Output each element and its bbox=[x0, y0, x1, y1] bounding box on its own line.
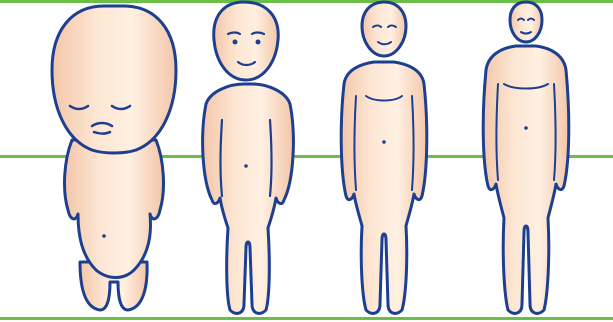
figure-adolescent bbox=[341, 2, 427, 313]
figure-adult bbox=[483, 2, 569, 313]
child-navel bbox=[244, 164, 248, 168]
newborn-torso bbox=[65, 140, 164, 278]
figure-newborn bbox=[52, 6, 176, 310]
newborn-head bbox=[52, 6, 176, 153]
newborn-navel bbox=[102, 234, 106, 238]
child-eye-left bbox=[233, 40, 238, 45]
child-head bbox=[214, 2, 278, 80]
adult-body bbox=[483, 46, 569, 313]
child-eye-right bbox=[256, 40, 261, 45]
adolescent-head bbox=[362, 2, 406, 56]
adult-head bbox=[510, 2, 542, 42]
adult-navel bbox=[524, 126, 528, 130]
child-body bbox=[203, 84, 294, 313]
guide-line-bottom bbox=[0, 317, 613, 320]
adolescent-navel bbox=[382, 140, 386, 144]
figure-child bbox=[203, 2, 294, 313]
